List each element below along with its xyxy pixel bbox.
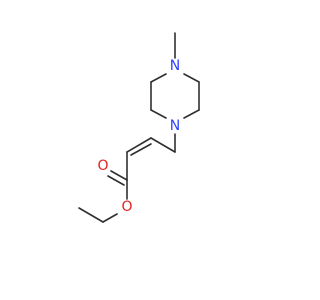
structure-canvas: N N O O (78, 32, 200, 223)
atom-n-bottom: N (170, 118, 180, 134)
bond-ester-o-ch2 (102, 213, 118, 223)
atom-o-ester: O (121, 199, 132, 215)
bond-alkene-1 (126, 137, 152, 153)
bond-ring-left-to-n (150, 109, 167, 119)
bond-ch2-alkene (150, 137, 176, 153)
bond-ring-right-to-n (183, 109, 200, 119)
bond-carbonyl-1 (110, 170, 128, 181)
atom-n-top: N (170, 58, 180, 74)
bond-alkene-2 (130, 143, 152, 156)
bond-n-top-ch2-right (183, 73, 200, 83)
molecule-drawing: N N O O (78, 32, 200, 223)
atom-o-carbonyl: O (97, 158, 108, 174)
bond-n-top-ch2-left (150, 73, 167, 83)
bond-ethyl (78, 207, 104, 223)
bond-carbonyl-2 (107, 175, 125, 186)
